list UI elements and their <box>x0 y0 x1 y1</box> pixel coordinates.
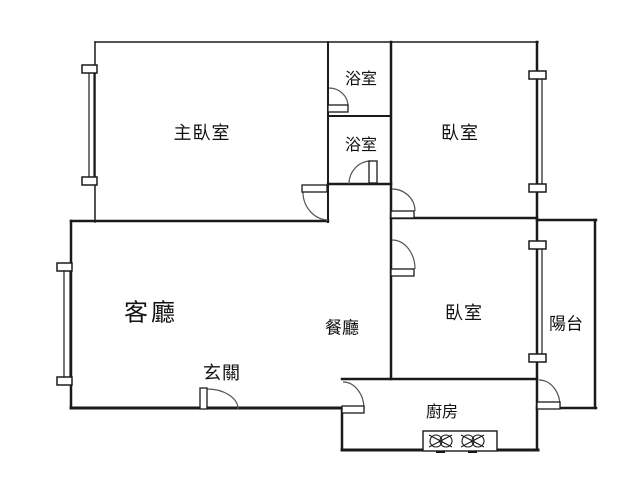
label-bedroom-upper: 臥室 <box>441 123 479 143</box>
window-balcony <box>528 240 547 363</box>
stove-burner-right <box>460 434 485 448</box>
label-bathroom-lower: 浴室 <box>344 137 378 154</box>
stove-burner-left <box>428 434 453 448</box>
label-living-room: 客廳 <box>124 299 178 327</box>
door-bathroom-upper <box>327 87 349 113</box>
window-master-bedroom <box>81 64 98 186</box>
gas-stove-icon <box>422 430 498 453</box>
door-bedroom-upper <box>390 188 416 219</box>
label-master-bedroom: 主臥室 <box>173 123 231 143</box>
door-master-bedroom <box>301 184 329 221</box>
label-kitchen: 廚房 <box>425 404 459 421</box>
label-balcony: 陽台 <box>549 314 583 334</box>
door-balcony <box>536 379 561 410</box>
door-bedroom-lower <box>390 239 416 277</box>
label-bathroom-upper: 浴室 <box>344 71 378 88</box>
door-bathroom-lower <box>348 160 378 185</box>
window-living-room <box>56 262 73 386</box>
door-kitchen <box>341 381 365 414</box>
label-entryway: 玄關 <box>203 363 241 383</box>
door-entry <box>199 387 239 410</box>
window-bedroom-upper <box>528 70 547 193</box>
label-bedroom-lower: 臥室 <box>445 303 483 323</box>
label-dining-room: 餐廳 <box>325 318 359 338</box>
